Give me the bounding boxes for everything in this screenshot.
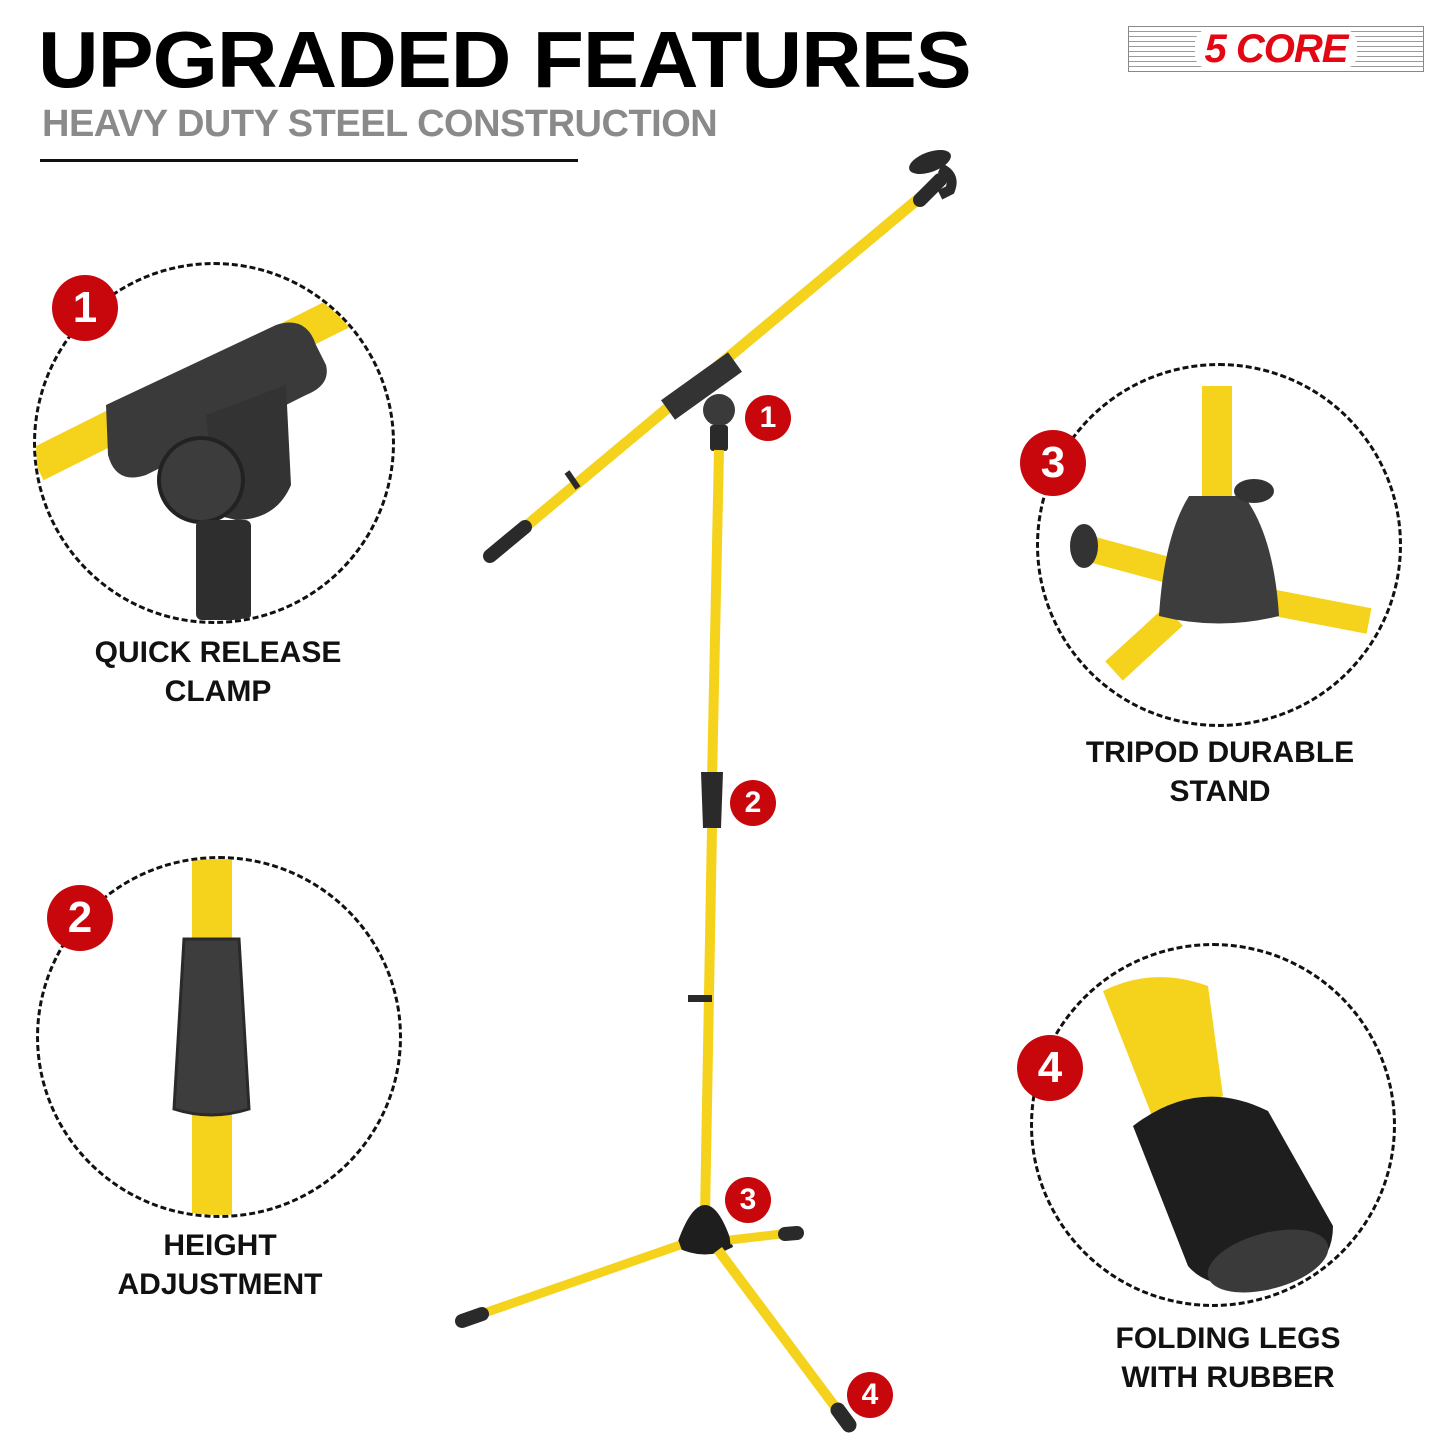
feature-3-badge: 3 (1020, 430, 1086, 496)
callout-badge-1: 1 (745, 395, 791, 441)
callout-badge-4: 4 (847, 1372, 893, 1418)
feature-1-caption: QUICK RELEASE CLAMP (94, 636, 342, 708)
brand-logo-text: 5 CORE (1194, 29, 1358, 69)
brand-logo: 5 CORE (1128, 26, 1424, 72)
feature-4-caption: FOLDING LEGS WITH RUBBER (1115, 1322, 1341, 1394)
feature-4-detail-circle (1030, 943, 1396, 1307)
feature-1-badge: 1 (52, 275, 118, 341)
page-title: UPGRADED FEATURES (38, 15, 972, 104)
feature-2-caption: HEIGHT ADJUSTMENT (117, 1229, 323, 1301)
height-adjustment-detail-image (172, 859, 251, 1215)
page-subtitle: HEAVY DUTY STEEL CONSTRUCTION (42, 103, 718, 145)
feature-3-caption: TRIPOD DURABLE STAND (1085, 736, 1355, 808)
title-divider (40, 159, 578, 162)
tripod-base-detail-image (1070, 386, 1372, 681)
callout-badge-3: 3 (725, 1177, 771, 1223)
callout-badge-2: 2 (730, 780, 776, 826)
feature-4-badge: 4 (1017, 1035, 1083, 1101)
feature-3-detail-circle (1036, 363, 1402, 727)
clamp-detail-image (36, 289, 364, 620)
feature-2-badge: 2 (47, 885, 113, 951)
rubber-foot-detail-image (1103, 977, 1333, 1293)
